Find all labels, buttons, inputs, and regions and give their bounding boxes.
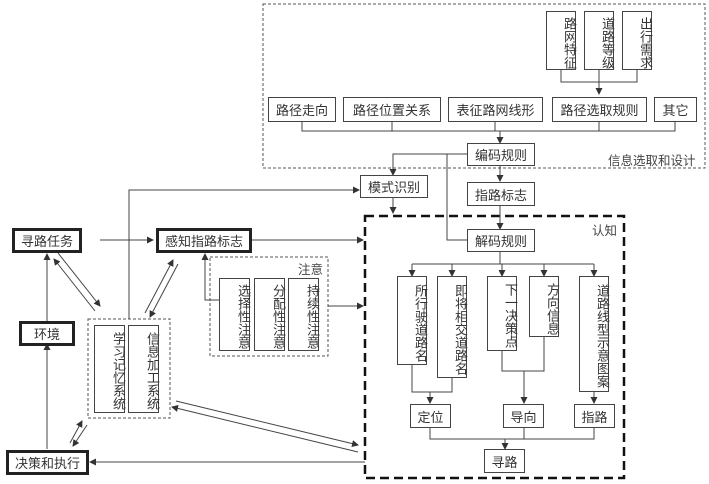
pattern-recognition-box: 模式识别	[360, 175, 428, 198]
wayfinding-task-box: 寻路任务	[12, 228, 82, 253]
attention-divided: 分配性注意	[254, 278, 285, 351]
element-network-shape: 表征路网线形	[448, 97, 543, 122]
cognition-label: 认知	[592, 223, 618, 238]
element-route-selection: 路径选取规则	[552, 97, 647, 122]
element-route-position: 路径位置关系	[343, 97, 441, 122]
perceive-sign-box: 感知指路标志	[156, 228, 252, 253]
information-processing-system: 信息加工系统	[128, 325, 159, 413]
item-crossing-road-name: 即将相交道路名	[437, 276, 467, 378]
element-other: 其它	[654, 97, 697, 122]
function-guiding: 指路	[574, 404, 615, 428]
decision-execution-box: 决策和执行	[6, 450, 89, 475]
attention-sustained: 持续性注意	[288, 278, 319, 351]
encoding-rule-box: 编码规则	[467, 143, 535, 166]
learning-memory-system: 学习记忆系统	[94, 325, 125, 413]
function-positioning: 定位	[410, 404, 451, 428]
attention-selective: 选择性注意	[219, 278, 250, 351]
attention-label: 注意	[298, 262, 324, 277]
element-route-direction: 路径走向	[268, 97, 336, 122]
info-design-label: 信息选取和设计	[608, 153, 696, 168]
item-current-road-name: 所行驶道路名	[397, 276, 427, 365]
wayfinding-box: 寻路	[484, 449, 525, 473]
item-next-decision-point: 下一决策点	[487, 276, 517, 351]
function-orientation: 导向	[503, 404, 544, 428]
guide-sign-box: 指路标志	[467, 182, 535, 206]
factor-travel-demand: 出行需求	[622, 11, 652, 70]
item-direction-info: 方向信息	[529, 276, 559, 337]
info-design-region	[262, 3, 706, 169]
environment-box: 环境	[19, 321, 75, 346]
cognition-region	[363, 214, 626, 480]
factor-road-grade: 道路等级	[584, 11, 614, 70]
item-road-shape-pattern: 道路线型示意图案	[579, 276, 609, 392]
factor-road-network: 路网特征	[546, 11, 576, 70]
decoding-rule-box: 解码规则	[467, 229, 535, 252]
